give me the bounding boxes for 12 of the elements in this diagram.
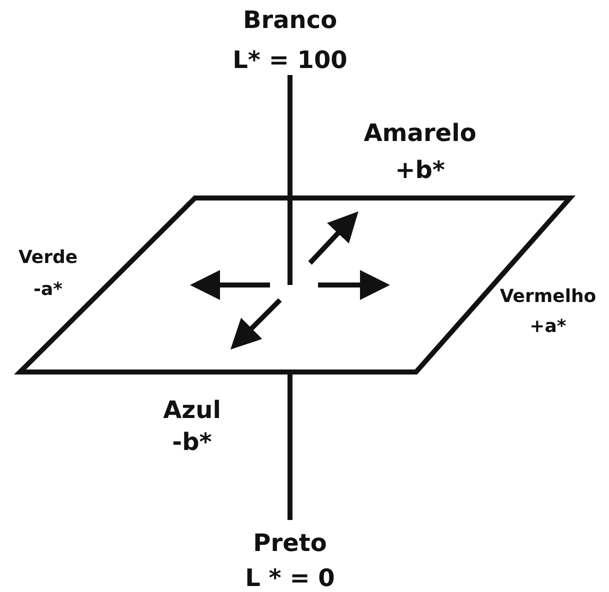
- pole-label: Vermelho: [500, 288, 596, 306]
- axis-label: +b*: [395, 158, 445, 182]
- pole-label: Amarelo: [364, 121, 476, 145]
- pole-label: Verde: [18, 249, 78, 267]
- axis-label: -a*: [33, 281, 63, 299]
- pole-label: Azul: [163, 398, 221, 422]
- pole-label: Branco: [242, 8, 338, 32]
- value-label: L* = 100: [232, 48, 348, 72]
- axis-label: +a*: [530, 318, 566, 336]
- axis-label: -b*: [172, 430, 212, 454]
- pole-label: Preto: [253, 531, 327, 555]
- value-label: L * = 0: [245, 566, 335, 590]
